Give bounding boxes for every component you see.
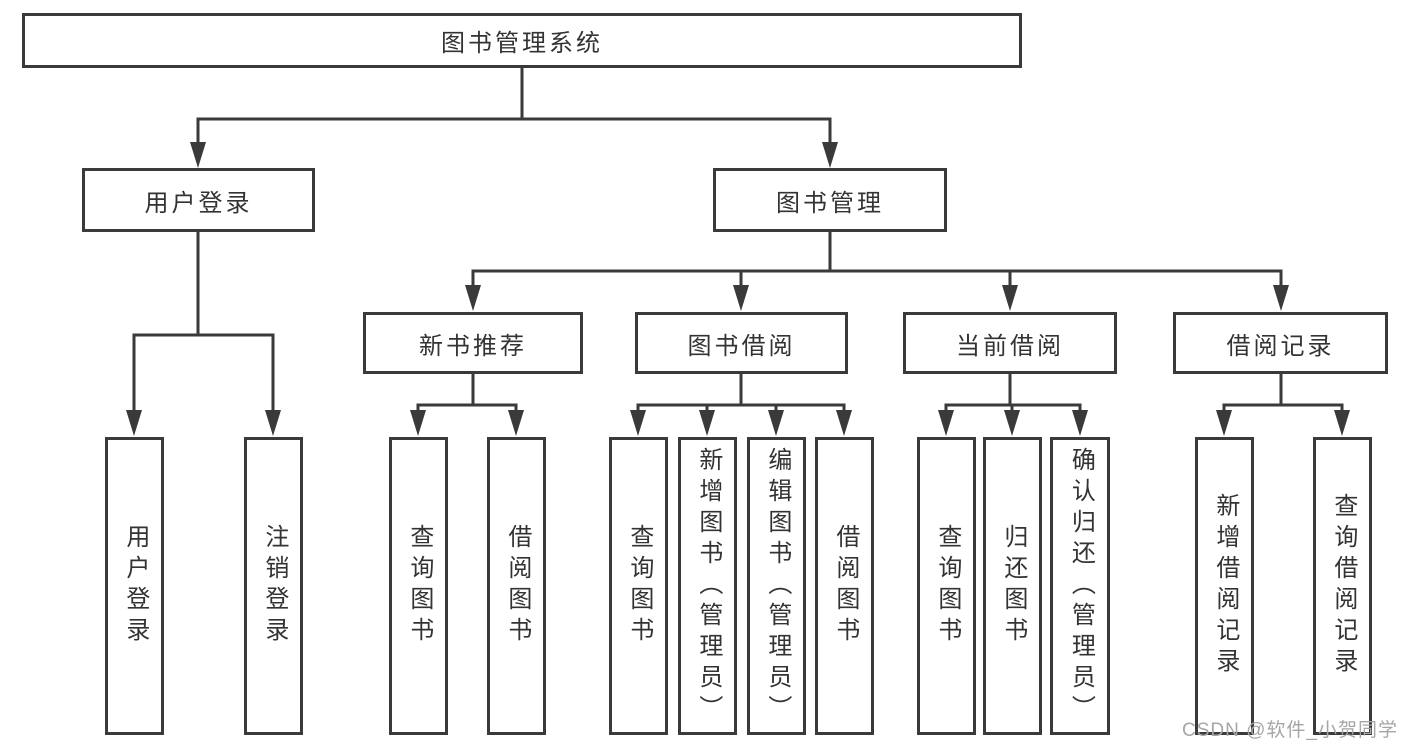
leaf-query-books-current: 查询图书 — [917, 437, 976, 735]
node-user-login: 用户登录 — [82, 168, 315, 232]
node-label: 借阅记录 — [1226, 332, 1335, 360]
leaf-query-books-recommend: 查询图书 — [389, 437, 448, 735]
node-label: 图书管理 — [776, 189, 884, 217]
node-label: 当前借阅 — [956, 332, 1064, 360]
leaf-user-login: 用户登录 — [105, 437, 164, 735]
leaf-label: 确认归还（管理员） — [1067, 446, 1095, 726]
leaf-label: 借阅图书 — [831, 524, 859, 648]
leaf-confirm-return-admin: 确认归还（管理员） — [1050, 437, 1110, 735]
leaf-add-borrow-record: 新增借阅记录 — [1195, 437, 1254, 735]
leaf-edit-book-admin: 编辑图书（管理员） — [747, 437, 806, 735]
node-label: 新书推荐 — [419, 332, 527, 360]
node-label: 图书管理系统 — [441, 30, 603, 57]
node-borrowing-records: 借阅记录 — [1173, 312, 1388, 374]
leaf-logout: 注销登录 — [244, 437, 303, 735]
leaf-query-books-borrowing: 查询图书 — [609, 437, 668, 735]
leaf-label: 编辑图书（管理员） — [763, 446, 791, 726]
leaf-label: 注销登录 — [260, 524, 288, 648]
node-current-borrowing: 当前借阅 — [903, 312, 1117, 374]
leaf-borrow-books-borrowing: 借阅图书 — [815, 437, 874, 735]
leaf-label: 新增借阅记录 — [1211, 493, 1239, 679]
leaf-label: 查询借阅记录 — [1329, 493, 1357, 679]
leaf-return-books: 归还图书 — [983, 437, 1042, 735]
leaf-label: 新增图书（管理员） — [694, 446, 722, 726]
node-label: 用户登录 — [144, 189, 253, 217]
node-book-borrowing: 图书借阅 — [635, 312, 848, 374]
node-book-management-system: 图书管理系统 — [22, 13, 1022, 68]
leaf-add-book-admin: 新增图书（管理员） — [678, 437, 737, 735]
node-book-management: 图书管理 — [713, 168, 947, 232]
leaf-label: 用户登录 — [121, 524, 149, 648]
leaf-borrow-books-recommend: 借阅图书 — [487, 437, 546, 735]
csdn-watermark: CSDN @软件_小贺同学 — [1182, 720, 1398, 741]
leaf-label: 查询图书 — [625, 524, 653, 648]
leaf-label: 借阅图书 — [503, 524, 531, 648]
node-label: 图书借阅 — [687, 332, 796, 360]
leaf-label: 查询图书 — [405, 524, 433, 648]
leaf-query-borrow-record: 查询借阅记录 — [1313, 437, 1372, 735]
leaf-label: 查询图书 — [933, 524, 961, 648]
node-new-book-recommendation: 新书推荐 — [363, 312, 583, 374]
leaf-label: 归还图书 — [999, 524, 1027, 648]
